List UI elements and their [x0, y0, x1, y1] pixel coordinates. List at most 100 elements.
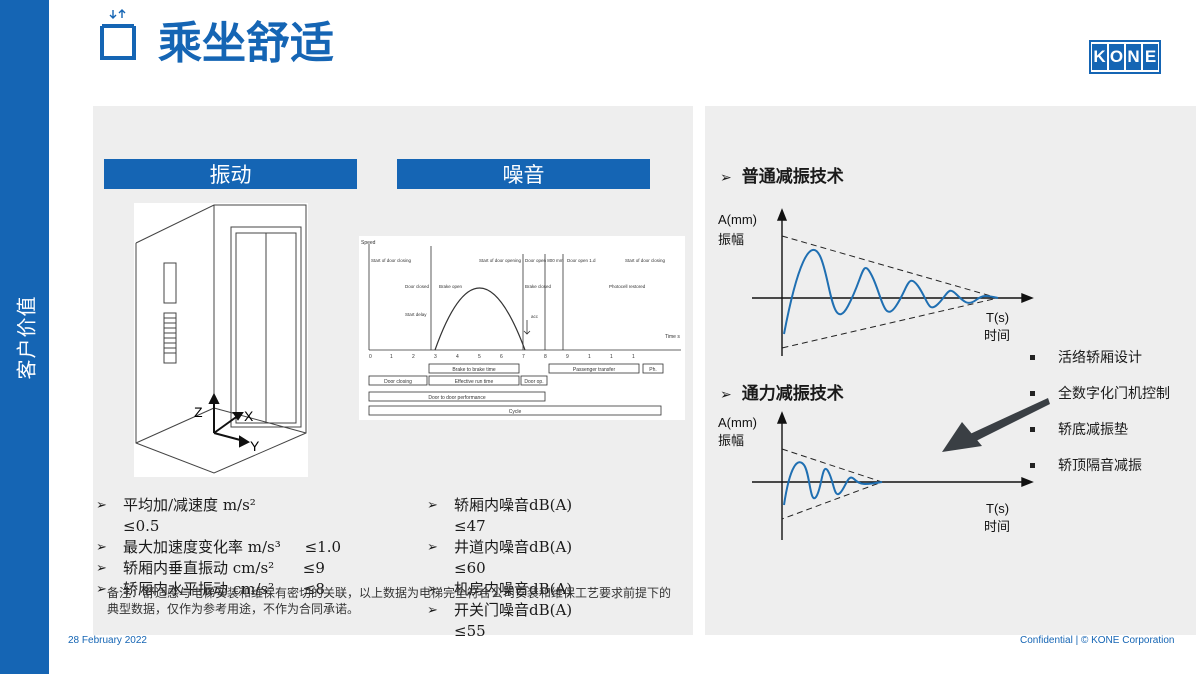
- time-label-cn: 时间: [984, 328, 1010, 343]
- section-title-kone: ➢ 通力减振技术: [720, 379, 844, 404]
- spec-text: 开关门噪音dB(A) ≤55: [454, 601, 573, 640]
- spec-text: 轿厢内垂直振动 cm/s² ≤9: [123, 559, 325, 577]
- feature-text: 轿顶隔音减振: [1058, 458, 1142, 474]
- list-item: 轿顶隔音减振: [1028, 448, 1170, 484]
- footer-date: 28 February 2022: [68, 635, 147, 646]
- tick-label: 1: [390, 354, 393, 360]
- time-label-cn: 时间: [984, 519, 1010, 534]
- feature-text: 全数字化门机控制: [1058, 386, 1170, 402]
- event-label: Door open 800 mm: [525, 258, 564, 263]
- phase-label: Ph.: [649, 367, 657, 373]
- noise-header: 噪音: [397, 159, 650, 189]
- big-arrow-icon: [942, 398, 1050, 452]
- elevator-frame-icon: [100, 9, 136, 60]
- phase-label: Door closing: [384, 379, 412, 385]
- elevator-cabin-illustration: Z X Y: [134, 203, 308, 477]
- logo-letter: N: [1126, 44, 1141, 70]
- logo-letter: O: [1109, 44, 1124, 70]
- time-axis-label: Time s: [665, 334, 680, 340]
- left-sidebar: [0, 0, 49, 674]
- amplitude-label-cn: 振幅: [718, 433, 744, 448]
- phase-label: Brake to brake time: [452, 367, 496, 373]
- sidebar-label: 客户价值: [14, 295, 38, 379]
- list-item: 全数字化门机控制: [1028, 376, 1170, 412]
- feature-list: 活络轿厢设计 全数字化门机控制 轿底减振垫 轿顶隔音减振: [1028, 340, 1170, 484]
- feature-text: 轿底减振垫: [1058, 422, 1128, 438]
- section-title-standard: ➢ 普通减振技术: [720, 162, 844, 187]
- tick-label: 9: [566, 354, 569, 360]
- speed-axis-label: Speed: [361, 240, 376, 246]
- phase-label: Passenger transfer: [573, 367, 616, 373]
- vibration-specs-list: ➢平均加/减速度 m/s² ≤0.5 ➢最大加速度变化率 m/s³ ≤1.0 ➢…: [96, 495, 416, 600]
- arrowhead-bullet-icon: ➢: [427, 582, 438, 597]
- tick-label: 1: [632, 354, 635, 360]
- vibration-header: 振动: [104, 159, 357, 189]
- spec-text: 机房内噪音dB(A): [454, 580, 573, 598]
- tick-label: 4: [456, 354, 459, 360]
- tick-label: 8: [544, 354, 547, 360]
- tick-label: 3: [434, 354, 437, 360]
- standard-damping-wave: A(mm) 振幅 T(s) 时间: [718, 208, 1034, 356]
- tick-label: 1: [588, 354, 591, 360]
- tick-label: 0: [369, 354, 372, 360]
- event-label: Start of door closing: [625, 258, 666, 263]
- arrowhead-bullet-icon: ➢: [720, 170, 732, 186]
- list-item: 轿底减振垫: [1028, 412, 1170, 448]
- event-label: Start of door opening: [479, 258, 522, 263]
- feature-text: 活络轿厢设计: [1058, 350, 1142, 366]
- section-title-text: 普通减振技术: [741, 167, 844, 187]
- event-label: Brake closed: [525, 284, 552, 289]
- list-item: ➢最大加速度变化率 m/s³ ≤1.0: [96, 537, 416, 558]
- axis-y-label: Y: [250, 438, 260, 454]
- arrowhead-bullet-icon: ➢: [427, 603, 438, 618]
- sidebar-label-wrap: 客户价值: [0, 0, 49, 674]
- tick-label: 6: [500, 354, 503, 360]
- tick-label: 7: [522, 354, 525, 360]
- list-item: 活络轿厢设计: [1028, 340, 1170, 376]
- kone-logo: K O N E: [1089, 40, 1161, 74]
- time-label: T(s): [986, 501, 1009, 516]
- spec-text: 平均加/减速度 m/s² ≤0.5: [123, 496, 256, 535]
- section-title-text: 通力减振技术: [741, 384, 844, 404]
- axis-z-label: Z: [194, 404, 203, 420]
- square-bullet-icon: [1030, 391, 1035, 396]
- amplitude-label: A(mm): [718, 212, 757, 227]
- event-label: Start of door closing: [371, 258, 412, 263]
- list-item: ➢ 开关门噪音dB(A) ≤55: [427, 600, 627, 642]
- square-bullet-icon: [1030, 427, 1035, 432]
- list-item: ➢ 机房内噪音dB(A): [427, 579, 627, 600]
- kone-damping-wave: A(mm) 振幅 T(s) 时间: [718, 411, 1034, 540]
- spec-text: 最大加速度变化率 m/s³ ≤1.0: [123, 538, 342, 556]
- list-item: ➢ 平均加/减速度 m/s² ≤0.5: [96, 495, 416, 537]
- square-bullet-icon: [1030, 355, 1035, 360]
- event-label: Start delay: [405, 312, 427, 317]
- arrowhead-bullet-icon: ➢: [427, 540, 438, 555]
- phase-label: Door to door performance: [428, 395, 485, 401]
- spec-text: 轿厢内水平振动 cm/s² ≤8: [123, 580, 325, 598]
- arrowhead-bullet-icon: ➢: [720, 387, 732, 403]
- phase-label: Cycle: [509, 409, 522, 415]
- right-panel: [705, 106, 1196, 635]
- amplitude-label: A(mm): [718, 415, 757, 430]
- time-label: T(s): [986, 310, 1009, 325]
- arrowhead-bullet-icon: ➢: [96, 582, 107, 597]
- logo-letter: E: [1143, 44, 1158, 70]
- event-label: Door closed: [405, 284, 430, 289]
- disclaimer-note: 备注：舒适感与电梯安装和维保有密切的关联，以上数据为电梯完全符合公司安装和维保工…: [107, 586, 672, 616]
- square-bullet-icon: [1030, 463, 1035, 468]
- phase-label: Door op.: [524, 379, 543, 385]
- tick-label: 2: [412, 354, 415, 360]
- amplitude-label-cn: 振幅: [718, 232, 744, 247]
- logo-letter: K: [1092, 44, 1107, 70]
- event-label: Photocell restored: [609, 284, 646, 289]
- arrowhead-bullet-icon: ➢: [96, 498, 107, 513]
- list-item: ➢ 轿厢内噪音dB(A) ≤47: [427, 495, 627, 537]
- page-title: 乘坐舒适: [158, 18, 334, 69]
- tick-label: 1: [610, 354, 613, 360]
- noise-specs-list: ➢轿厢内噪音dB(A) ≤47 ➢井道内噪音dB(A) ≤60 ➢机房内噪音dB…: [427, 495, 627, 642]
- axis-x-label: X: [244, 408, 254, 424]
- spec-text: 轿厢内噪音dB(A) ≤47: [454, 496, 573, 535]
- phase-label: Effective run time: [455, 379, 494, 385]
- event-label: Brake open: [439, 284, 463, 289]
- arrowhead-bullet-icon: ➢: [427, 498, 438, 513]
